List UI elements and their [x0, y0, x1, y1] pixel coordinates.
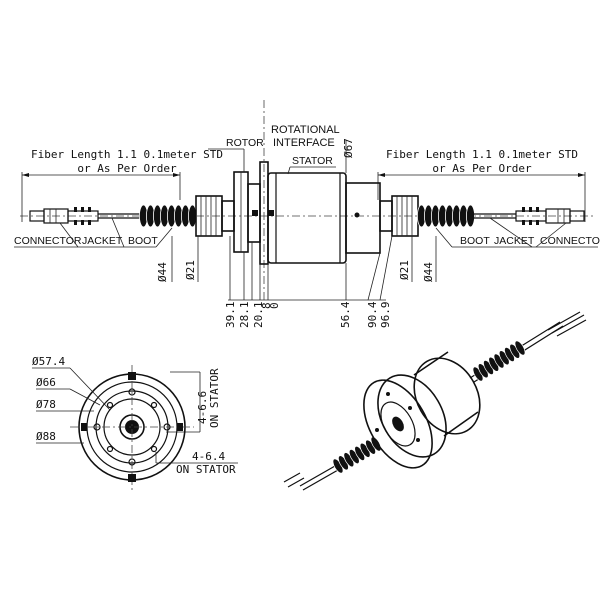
left-boot — [138, 204, 197, 228]
connector-right-label: CONNECTOR — [540, 235, 600, 247]
right-jacket — [474, 213, 516, 219]
iso-flange — [363, 379, 433, 469]
iso-stator-front — [377, 374, 447, 458]
dia-44-left-text: Ø44 — [156, 262, 169, 282]
len-96-9-text: 96.9 — [379, 302, 392, 329]
iso-stator-end — [413, 357, 481, 435]
iso-lower-boot — [332, 436, 382, 474]
len-20-1-text: 20.1 — [252, 302, 265, 329]
center-fiber — [125, 420, 139, 434]
per-order-left-text: or As Per Order — [77, 162, 177, 175]
dia-44-right-text: Ø44 — [422, 262, 435, 282]
per-order-right-text: or As Per Order — [432, 162, 532, 175]
dia-88-text: Ø88 — [36, 430, 56, 443]
len-90-4-text: 90.4 — [366, 301, 379, 328]
dia-21-right-text: Ø21 — [398, 260, 411, 280]
length-extension-lines — [228, 235, 393, 301]
boot-right-label: BOOT — [460, 235, 490, 247]
right-connector — [515, 207, 585, 225]
jacket-left-label: JACKET — [82, 235, 123, 247]
front-view: Ø57.4 Ø66 Ø78 Ø88 4-6.6 ON STATOR 4-6.4 … — [32, 355, 238, 490]
rotor-label: ROTOR — [226, 137, 264, 149]
rotational-interface-label-2: INTERFACE — [273, 137, 335, 149]
jacket-right-label: JACKET — [494, 235, 535, 247]
stator-label: STATOR — [292, 155, 333, 167]
dia-21-left-text: Ø21 — [184, 260, 197, 280]
on-stator-2-text: ON STATOR — [176, 463, 236, 476]
dia-78-text: Ø78 — [36, 398, 56, 411]
iso-upper-boot — [472, 340, 526, 382]
on-stator-1-text: ON STATOR — [208, 368, 221, 428]
len-0-text: 0 — [268, 302, 281, 309]
fiber-length-left-text: Fiber Length 1.1 0.1meter STD — [31, 148, 223, 161]
boot-left-label: BOOT — [128, 235, 158, 247]
holes-6-6-text: 4-6.6 — [196, 391, 209, 424]
isometric-view — [283, 311, 587, 491]
stator-body — [267, 172, 381, 264]
right-boot — [416, 204, 475, 228]
len-28-1-text: 28.1 — [238, 302, 251, 329]
len-39-1-text: 39.1 — [224, 302, 237, 329]
dia-67-text: Ø67 — [342, 138, 355, 158]
rotational-interface-label-1: ROTATIONAL — [271, 124, 340, 136]
dia-66-text: Ø66 — [36, 376, 56, 389]
side-view: Fiber Length 1.1 0.1meter STD or As Per … — [14, 100, 600, 328]
len-56-4-text: 56.4 — [339, 301, 352, 328]
connector-left-label: CONNECTOR — [14, 235, 82, 247]
dia-57-4-text: Ø57.4 — [32, 355, 65, 368]
left-jacket — [98, 213, 140, 219]
fiber-length-right-text: Fiber Length 1.1 0.1meter STD — [386, 148, 578, 161]
left-connector — [29, 207, 99, 225]
rotor-body — [233, 161, 274, 265]
holes-6-4-text: 4-6.4 — [192, 450, 225, 463]
fiber-length-dim-right — [377, 172, 586, 222]
fiber-length-dim-left — [21, 172, 181, 222]
left-gland — [195, 195, 235, 237]
len-8-text: 8 — [260, 302, 273, 309]
